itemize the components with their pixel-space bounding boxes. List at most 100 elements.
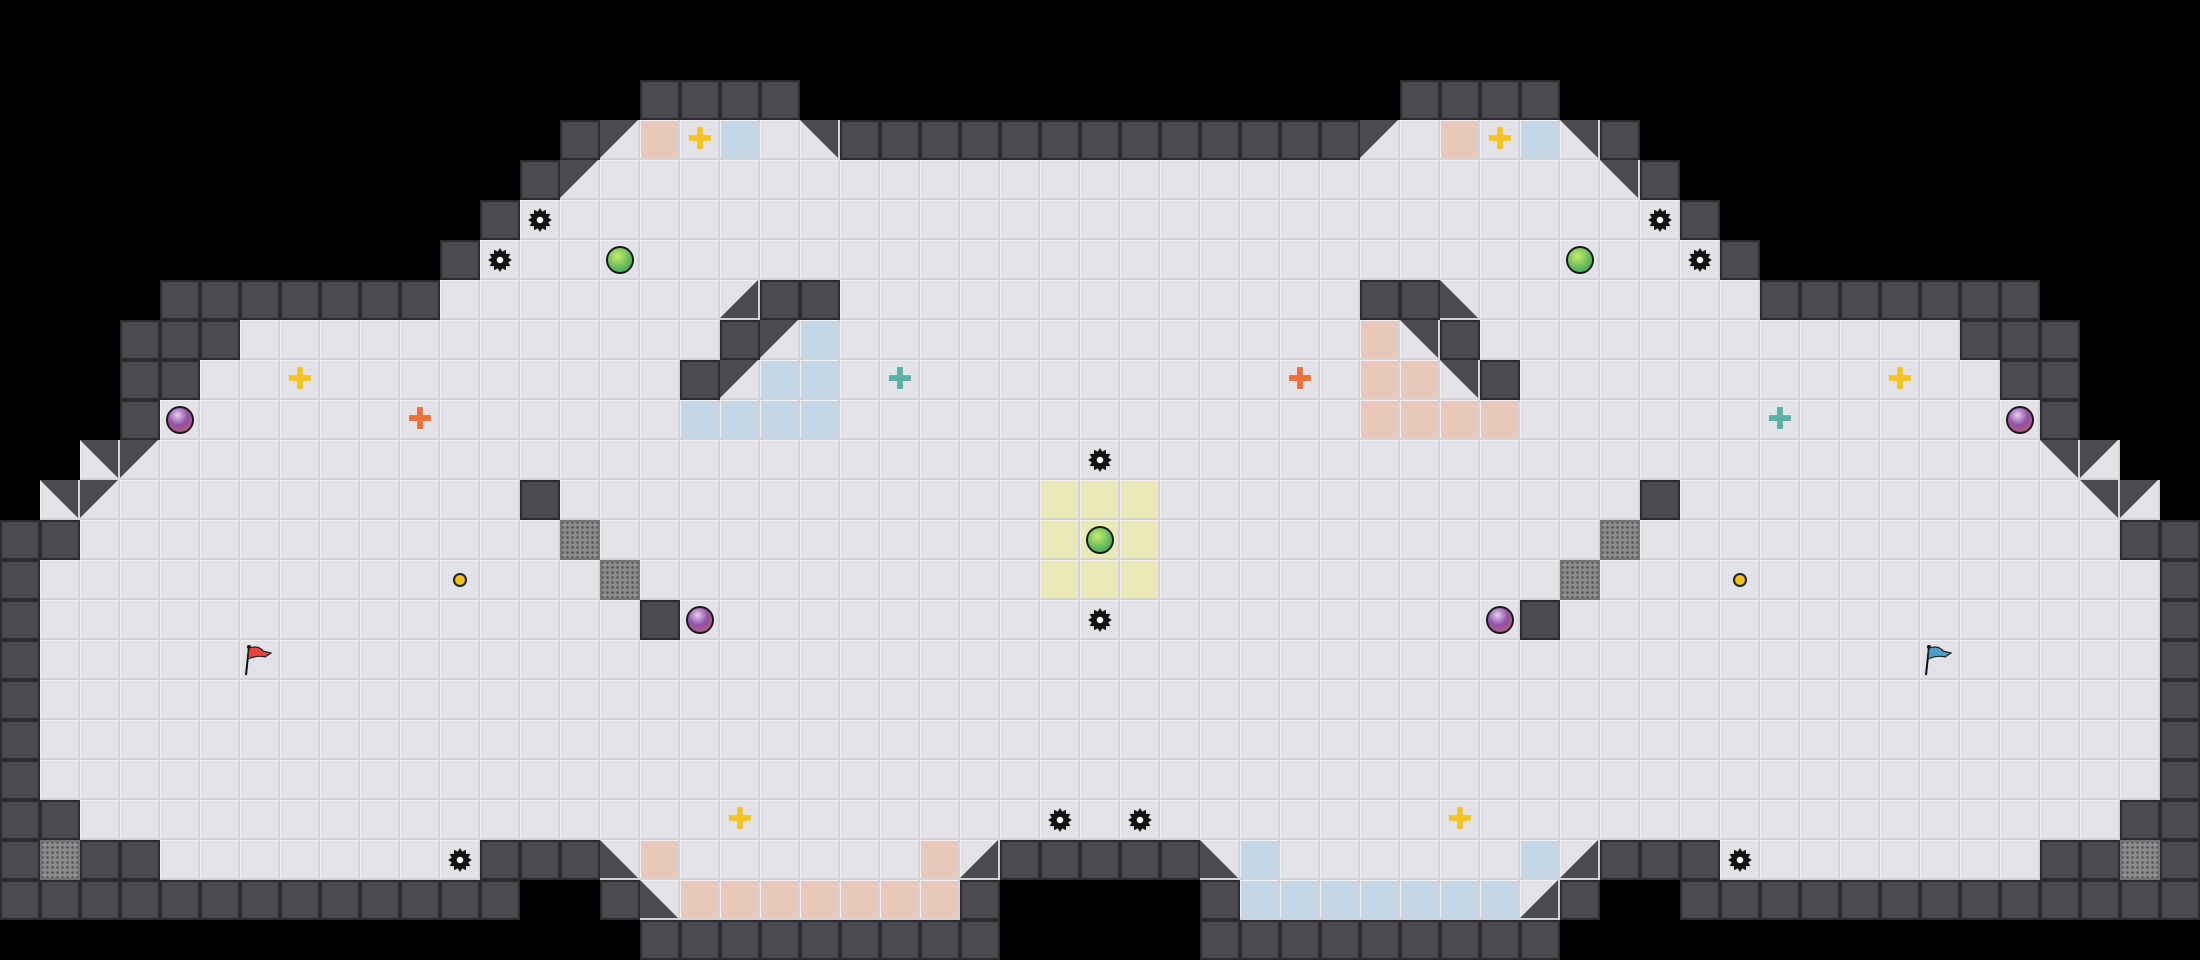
floor-tile xyxy=(440,800,480,840)
floor-tile xyxy=(1880,760,1920,800)
floor-tile xyxy=(1880,400,1920,440)
floor-tile xyxy=(2120,720,2160,760)
boost-glyph: ✚ xyxy=(1447,802,1473,837)
floor-tile xyxy=(160,680,200,720)
blue-team-tile xyxy=(720,400,760,440)
floor-tile xyxy=(2040,800,2080,840)
wall-tile xyxy=(0,880,40,920)
floor-tile xyxy=(1840,680,1880,720)
floor-tile xyxy=(1120,160,1160,200)
wall-tile xyxy=(240,880,280,920)
floor-tile xyxy=(320,600,360,640)
floor-tile xyxy=(560,760,600,800)
floor-tile xyxy=(2000,720,2040,760)
floor-tile xyxy=(800,640,840,680)
diagonal-wall-tile xyxy=(1600,160,1640,200)
floor-tile xyxy=(840,280,880,320)
floor-tile xyxy=(1600,240,1640,280)
diagonal-wall xyxy=(1200,840,1238,878)
floor-tile xyxy=(200,560,240,600)
wall-tile xyxy=(0,840,40,880)
wall-tile xyxy=(1680,840,1720,880)
floor-tile xyxy=(240,800,280,840)
floor-tile xyxy=(1440,520,1480,560)
red-boost-icon: ✚ xyxy=(400,400,440,440)
floor-tile xyxy=(2040,600,2080,640)
wall-tile xyxy=(760,920,800,960)
floor-tile xyxy=(1960,360,2000,400)
wall-tile xyxy=(760,280,800,320)
floor-tile xyxy=(360,680,400,720)
floor-tile xyxy=(1560,480,1600,520)
floor-tile xyxy=(1160,320,1200,360)
diagonal-wall xyxy=(800,120,838,158)
floor-tile xyxy=(400,760,440,800)
floor-tile xyxy=(680,520,720,560)
diagonal-wall xyxy=(1440,280,1478,318)
floor-tile xyxy=(1520,400,1560,440)
floor-tile xyxy=(1720,360,1760,400)
floor-tile xyxy=(960,520,1000,560)
floor-tile xyxy=(1720,840,1760,880)
wall-tile xyxy=(720,920,760,960)
floor-tile xyxy=(280,560,320,600)
wall-tile xyxy=(160,880,200,920)
floor-tile xyxy=(640,560,680,600)
wall-tile xyxy=(2000,280,2040,320)
floor-tile xyxy=(920,600,960,640)
floor-tile xyxy=(840,480,880,520)
floor-tile xyxy=(1040,680,1080,720)
floor-tile xyxy=(1520,200,1560,240)
floor-tile xyxy=(1920,840,1960,880)
floor-tile xyxy=(80,800,120,840)
wall-tile xyxy=(1520,920,1560,960)
wall-tile xyxy=(2040,360,2080,400)
floor-tile xyxy=(2120,680,2160,720)
floor-tile xyxy=(1440,640,1480,680)
floor-tile xyxy=(920,280,960,320)
diagonal-wall-tile xyxy=(800,120,840,160)
floor-tile xyxy=(1280,400,1320,440)
red-team-tile xyxy=(920,840,960,880)
floor-tile xyxy=(1280,560,1320,600)
floor-tile xyxy=(880,800,920,840)
floor-tile xyxy=(1840,440,1880,480)
floor-tile xyxy=(760,640,800,680)
floor-tile xyxy=(1560,680,1600,720)
floor-tile xyxy=(1680,280,1720,320)
floor-tile xyxy=(840,360,880,400)
wall-tile xyxy=(1960,320,2000,360)
wall-tile xyxy=(1400,280,1440,320)
diagonal-wall-tile xyxy=(120,440,160,480)
floor-tile xyxy=(2080,720,2120,760)
wall-tile xyxy=(1440,320,1480,360)
floor-tile xyxy=(2080,640,2120,680)
floor-tile xyxy=(480,320,520,360)
wall-tile xyxy=(2160,800,2200,840)
floor-tile xyxy=(1280,800,1320,840)
floor-tile xyxy=(1840,760,1880,800)
floor-tile xyxy=(1120,400,1160,440)
floor-tile xyxy=(1400,200,1440,240)
floor-tile xyxy=(1160,680,1200,720)
gate-tile xyxy=(600,560,640,600)
floor-tile xyxy=(1600,720,1640,760)
floor-tile xyxy=(720,840,760,880)
floor-tile xyxy=(760,680,800,720)
wall-tile xyxy=(400,280,440,320)
boost-glyph: ✚ xyxy=(887,362,913,397)
floor-tile xyxy=(840,640,880,680)
floor-tile xyxy=(440,360,480,400)
floor-tile xyxy=(840,760,880,800)
floor-tile xyxy=(560,240,600,280)
floor-tile xyxy=(2080,520,2120,560)
floor-tile xyxy=(1480,240,1520,280)
floor-tile xyxy=(360,800,400,840)
floor-tile xyxy=(1040,720,1080,760)
button-icon xyxy=(1720,560,1760,600)
floor-tile xyxy=(1560,200,1600,240)
floor-tile xyxy=(1800,800,1840,840)
floor-tile xyxy=(1320,280,1360,320)
spike-icon xyxy=(1040,800,1080,840)
gate-tile xyxy=(560,520,600,560)
